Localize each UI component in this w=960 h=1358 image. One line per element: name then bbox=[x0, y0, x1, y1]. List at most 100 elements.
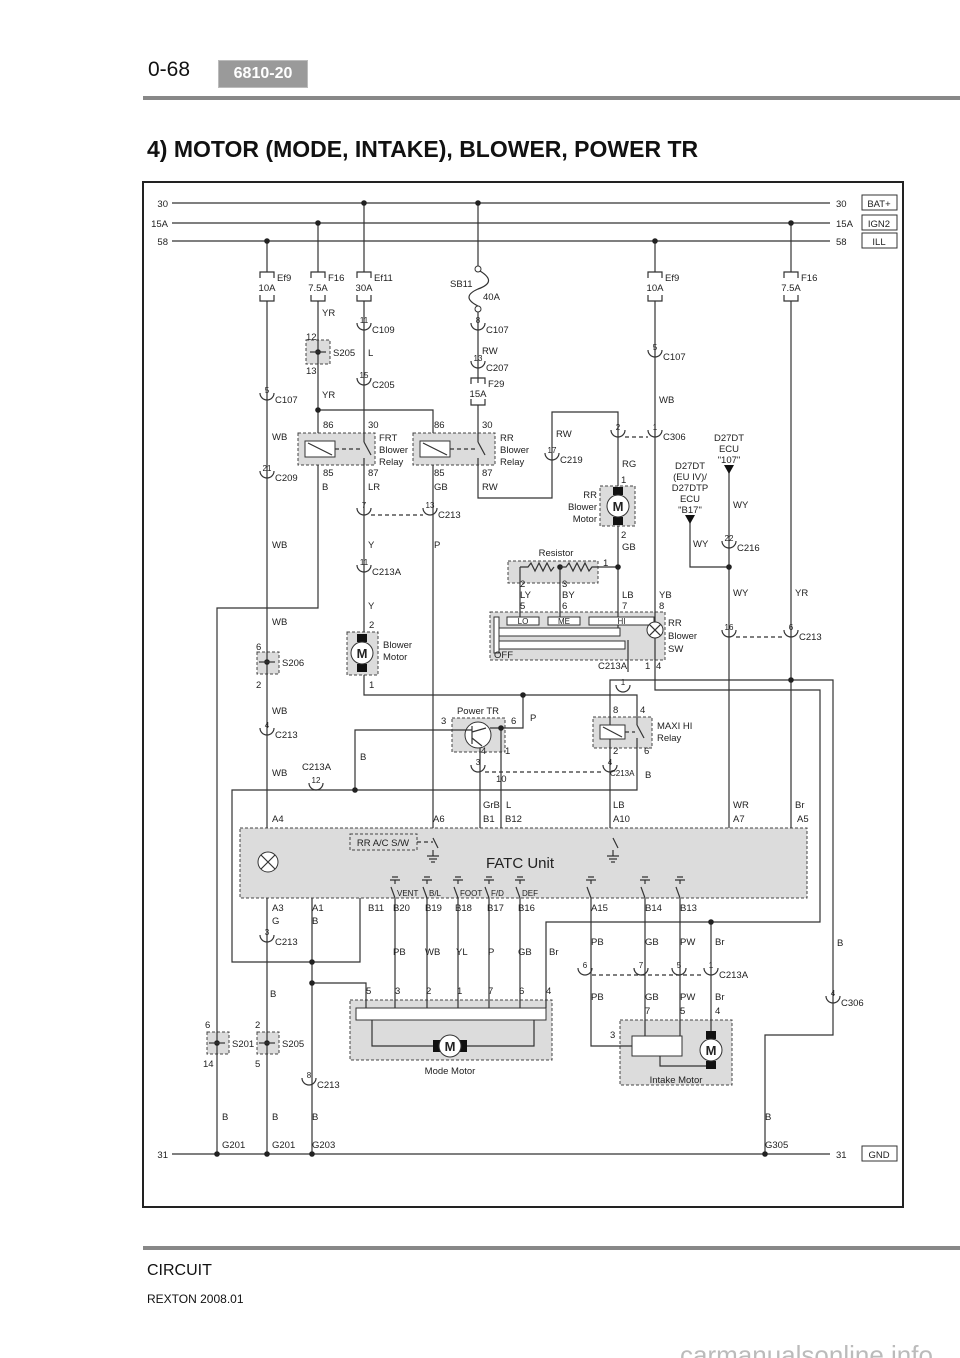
splice-name: S201 bbox=[232, 1039, 254, 1050]
pin-number: 6 bbox=[562, 601, 567, 612]
junction-dot bbox=[352, 787, 358, 793]
connector-icon bbox=[577, 967, 593, 976]
switch-icon bbox=[675, 886, 681, 899]
wire-color-label: B bbox=[765, 1112, 771, 1123]
pin-number: 3 bbox=[562, 579, 567, 590]
wire-color-label: B bbox=[312, 916, 318, 927]
bus-tag: ILL bbox=[872, 237, 885, 248]
connector-pin: 22 bbox=[725, 534, 734, 543]
pin-number: 13 bbox=[306, 366, 317, 377]
bus-tag-box bbox=[861, 214, 898, 231]
connector-icon bbox=[470, 322, 486, 331]
pin-number: 1 bbox=[603, 558, 608, 569]
junction-dot bbox=[214, 1151, 220, 1157]
wire-color-label: 10 bbox=[496, 774, 507, 785]
wire-color-label: B bbox=[360, 752, 366, 763]
connector-icon bbox=[647, 349, 663, 358]
connector-icon bbox=[721, 540, 737, 549]
fatc-pin: B12 bbox=[505, 814, 522, 825]
wire-color-label: GrB bbox=[483, 800, 500, 811]
pin-number: 2 bbox=[520, 579, 525, 590]
fuse-rating: 15A bbox=[470, 389, 488, 400]
connector-pin: 21 bbox=[263, 464, 272, 473]
ground-name: G305 bbox=[765, 1140, 788, 1151]
fatc-pin: B17 bbox=[487, 903, 504, 914]
bus-number: 58 bbox=[157, 237, 168, 248]
connector-pin: 17 bbox=[548, 446, 557, 455]
connector-name: C219 bbox=[560, 455, 583, 466]
junction-dot bbox=[309, 980, 315, 986]
wire-color-label: P bbox=[434, 540, 440, 551]
wire-color-label: YR bbox=[795, 588, 808, 599]
switch-icon bbox=[612, 837, 619, 849]
watermark: carmanualsonline.info bbox=[680, 1340, 933, 1358]
rr-blower-motor-label: RR bbox=[583, 490, 597, 501]
pin-number: 2 bbox=[426, 986, 431, 997]
connector-pin: 16 bbox=[725, 623, 734, 632]
connector-name: C213A bbox=[372, 567, 402, 578]
connector-icon bbox=[610, 429, 626, 438]
switch-position-label: LO bbox=[518, 617, 529, 626]
fatc-pin: B19 bbox=[425, 903, 442, 914]
motor-icon bbox=[706, 1061, 716, 1069]
switch-icon bbox=[484, 886, 490, 899]
connector-icon bbox=[356, 507, 372, 516]
fuse-rating: 30A bbox=[356, 283, 374, 294]
connector-pin: 5 bbox=[653, 343, 658, 352]
wire-color-label: WY bbox=[733, 588, 749, 599]
junction-dot bbox=[652, 238, 658, 244]
transistor-icon bbox=[464, 721, 492, 749]
wire-color-label: WR bbox=[733, 800, 749, 811]
fatc-pin: B16 bbox=[518, 903, 535, 914]
wire-color-label: B bbox=[837, 938, 843, 949]
relay-name: Relay bbox=[500, 457, 525, 468]
connector-name: C213 bbox=[275, 730, 298, 741]
motor-icon bbox=[357, 634, 367, 642]
junction-dot bbox=[475, 200, 481, 206]
ecu-107-label: D27DT bbox=[714, 433, 744, 444]
connector-icon bbox=[470, 764, 486, 773]
junction-dot bbox=[264, 1151, 270, 1157]
relay-name: Relay bbox=[379, 457, 404, 468]
junction-dot bbox=[264, 238, 270, 244]
fatc-pin: A7 bbox=[733, 814, 745, 825]
pin-number: 2 bbox=[613, 746, 618, 757]
connector-pin: 1 bbox=[653, 423, 658, 432]
wire-color-label: PB bbox=[393, 947, 406, 958]
wire-color-label: RW bbox=[556, 429, 572, 440]
wire bbox=[689, 523, 729, 568]
pin-number: 8 bbox=[613, 705, 618, 716]
wire-color-label: YB bbox=[659, 590, 672, 601]
relay-switch-icon bbox=[363, 441, 372, 456]
connector-icon bbox=[308, 782, 324, 791]
fusible-link-icon bbox=[474, 305, 482, 313]
pin-number: 7 bbox=[622, 601, 627, 612]
connector-icon bbox=[356, 322, 372, 331]
resistor-icon bbox=[520, 561, 598, 573]
footer-rule bbox=[143, 1246, 960, 1250]
relay-name: Relay bbox=[657, 733, 682, 744]
ground-name: G201 bbox=[222, 1140, 245, 1151]
splice-name: S205 bbox=[333, 348, 355, 359]
connector-icon bbox=[671, 967, 687, 976]
wire-color-label: WY bbox=[693, 539, 709, 550]
pin-number: 3 bbox=[441, 716, 446, 727]
wire bbox=[216, 465, 319, 1154]
connector-pin: 6 bbox=[583, 961, 588, 970]
connector-pin: 3 bbox=[476, 758, 481, 767]
fatc-pin: B13 bbox=[680, 903, 697, 914]
junction-dot bbox=[708, 919, 714, 925]
header-rule bbox=[143, 96, 960, 100]
power-tr-label: Power TR bbox=[457, 706, 499, 717]
wire bbox=[231, 738, 638, 963]
fuse-icon bbox=[470, 377, 486, 406]
fuse-name: F29 bbox=[488, 379, 504, 390]
switch-icon bbox=[390, 886, 396, 899]
switch-position-me bbox=[547, 616, 581, 626]
wire-color-label: P bbox=[488, 947, 494, 958]
lamp-icon bbox=[260, 854, 276, 870]
junction-dot bbox=[762, 1151, 768, 1157]
wire-color-label: LY bbox=[520, 590, 532, 601]
fatc-pin: A5 bbox=[797, 814, 809, 825]
connector-name: C207 bbox=[486, 363, 509, 374]
